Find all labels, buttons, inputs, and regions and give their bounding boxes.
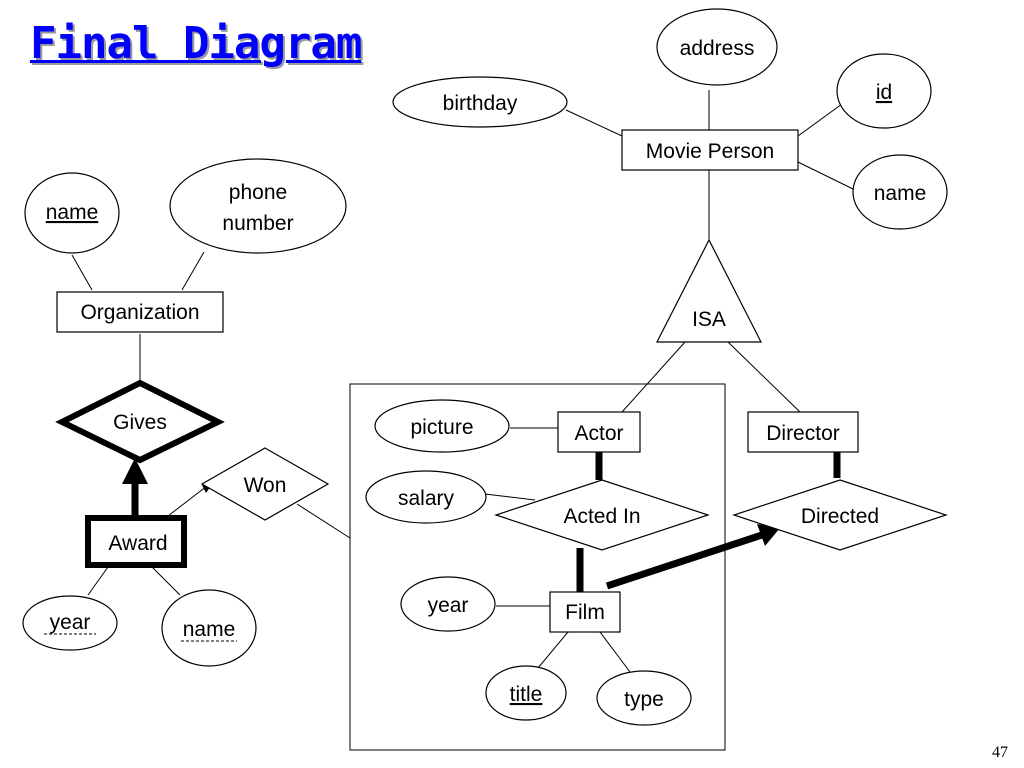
entity-director: Director (747, 411, 859, 453)
title-label: title (510, 683, 543, 706)
type-label: type (624, 688, 664, 711)
attribute-award-name: name (161, 589, 257, 667)
director-label: Director (766, 422, 840, 445)
acted-in-label: Acted In (563, 505, 640, 528)
birthday-label: birthday (443, 92, 518, 115)
won-label: Won (244, 474, 287, 497)
page-number: 47 (992, 744, 1008, 761)
movie-person-label: Movie Person (646, 140, 774, 163)
picture-label: picture (410, 416, 473, 439)
isa-label: ISA (692, 308, 726, 331)
directed-label: Directed (801, 505, 879, 528)
entity-movie-person: Movie Person (621, 129, 799, 171)
attribute-salary: salary (365, 470, 487, 524)
relationship-acted-in: Acted In (494, 479, 710, 551)
org-name-label: name (46, 201, 99, 224)
relationship-directed: Directed (732, 479, 948, 551)
phone-label-line2: number (222, 212, 293, 235)
attribute-address: address (656, 8, 778, 86)
entity-award: Award (85, 515, 187, 568)
person-name-label: name (874, 182, 927, 205)
attribute-type: type (596, 670, 692, 726)
attribute-title: title (485, 665, 567, 721)
film-year-label: year (428, 594, 469, 617)
participation-lines (131, 452, 841, 592)
id-label: id (876, 81, 892, 104)
award-label: Award (108, 532, 167, 555)
entity-actor: Actor (557, 411, 641, 453)
entity-film: Film (549, 591, 621, 633)
entity-organization: Organization (56, 291, 224, 333)
attribute-award-year: year (22, 595, 118, 651)
attribute-film-year: year (400, 576, 496, 632)
directed-arrowhead (757, 524, 780, 546)
isa-triangle (656, 238, 762, 343)
attribute-picture: picture (374, 399, 510, 453)
connector-lines (71, 90, 856, 673)
attribute-phone-number: phone number (169, 158, 347, 254)
attribute-person-name: name (852, 154, 948, 230)
actor-label: Actor (574, 422, 623, 445)
award-year-label: year (50, 611, 91, 634)
phone-label-line1: phone (229, 181, 287, 204)
relationship-gives: Gives (55, 379, 225, 464)
attribute-org-name: name (24, 172, 120, 254)
relationship-won: Won (200, 447, 330, 521)
organization-label: Organization (80, 301, 199, 324)
award-name-label: name (183, 618, 236, 641)
salary-label: salary (398, 487, 455, 510)
attribute-id: id (836, 53, 932, 129)
gives-arrowhead (122, 458, 148, 484)
attribute-birthday: birthday (392, 76, 568, 128)
gives-label: Gives (113, 411, 167, 434)
film-label: Film (565, 601, 605, 624)
address-label: address (680, 37, 755, 60)
aggregation-box (349, 383, 726, 751)
slide-title: Final Diagram (30, 18, 362, 69)
